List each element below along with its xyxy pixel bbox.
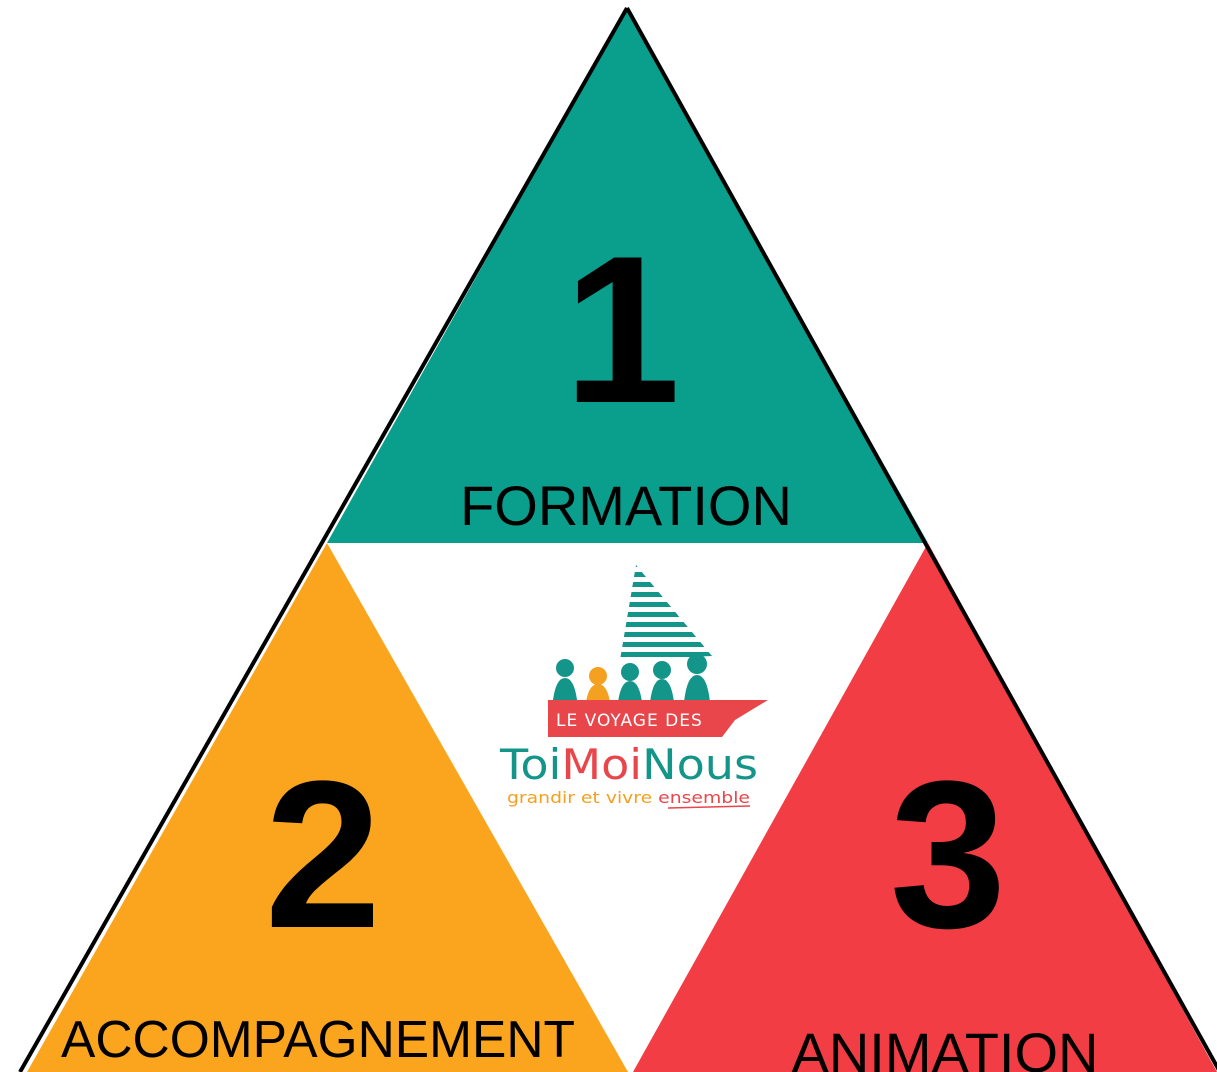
formation-triangle xyxy=(327,8,928,543)
tagline-underline xyxy=(667,805,751,809)
outline-left xyxy=(18,7,629,1072)
crew-figures-icon xyxy=(553,654,710,702)
animation-label: ANIMATION xyxy=(792,1021,1099,1072)
logo-boat-text: LE VOYAGE DES xyxy=(556,711,703,731)
animation-number: 3 xyxy=(890,737,1007,972)
logo-tagline: grandir et vivre ensemble xyxy=(507,788,750,807)
animation-triangle xyxy=(633,543,1217,1072)
accompagnement-triangle xyxy=(27,543,628,1072)
outline-right xyxy=(625,7,1217,1071)
sail-icon xyxy=(620,565,712,657)
formation-number: 1 xyxy=(564,212,681,447)
formation-label: FORMATION xyxy=(460,474,792,537)
boat-hull xyxy=(548,700,768,737)
accompagnement-label: ACCOMPAGNEMENT xyxy=(61,1011,575,1069)
accompagnement-number: 2 xyxy=(265,737,382,972)
